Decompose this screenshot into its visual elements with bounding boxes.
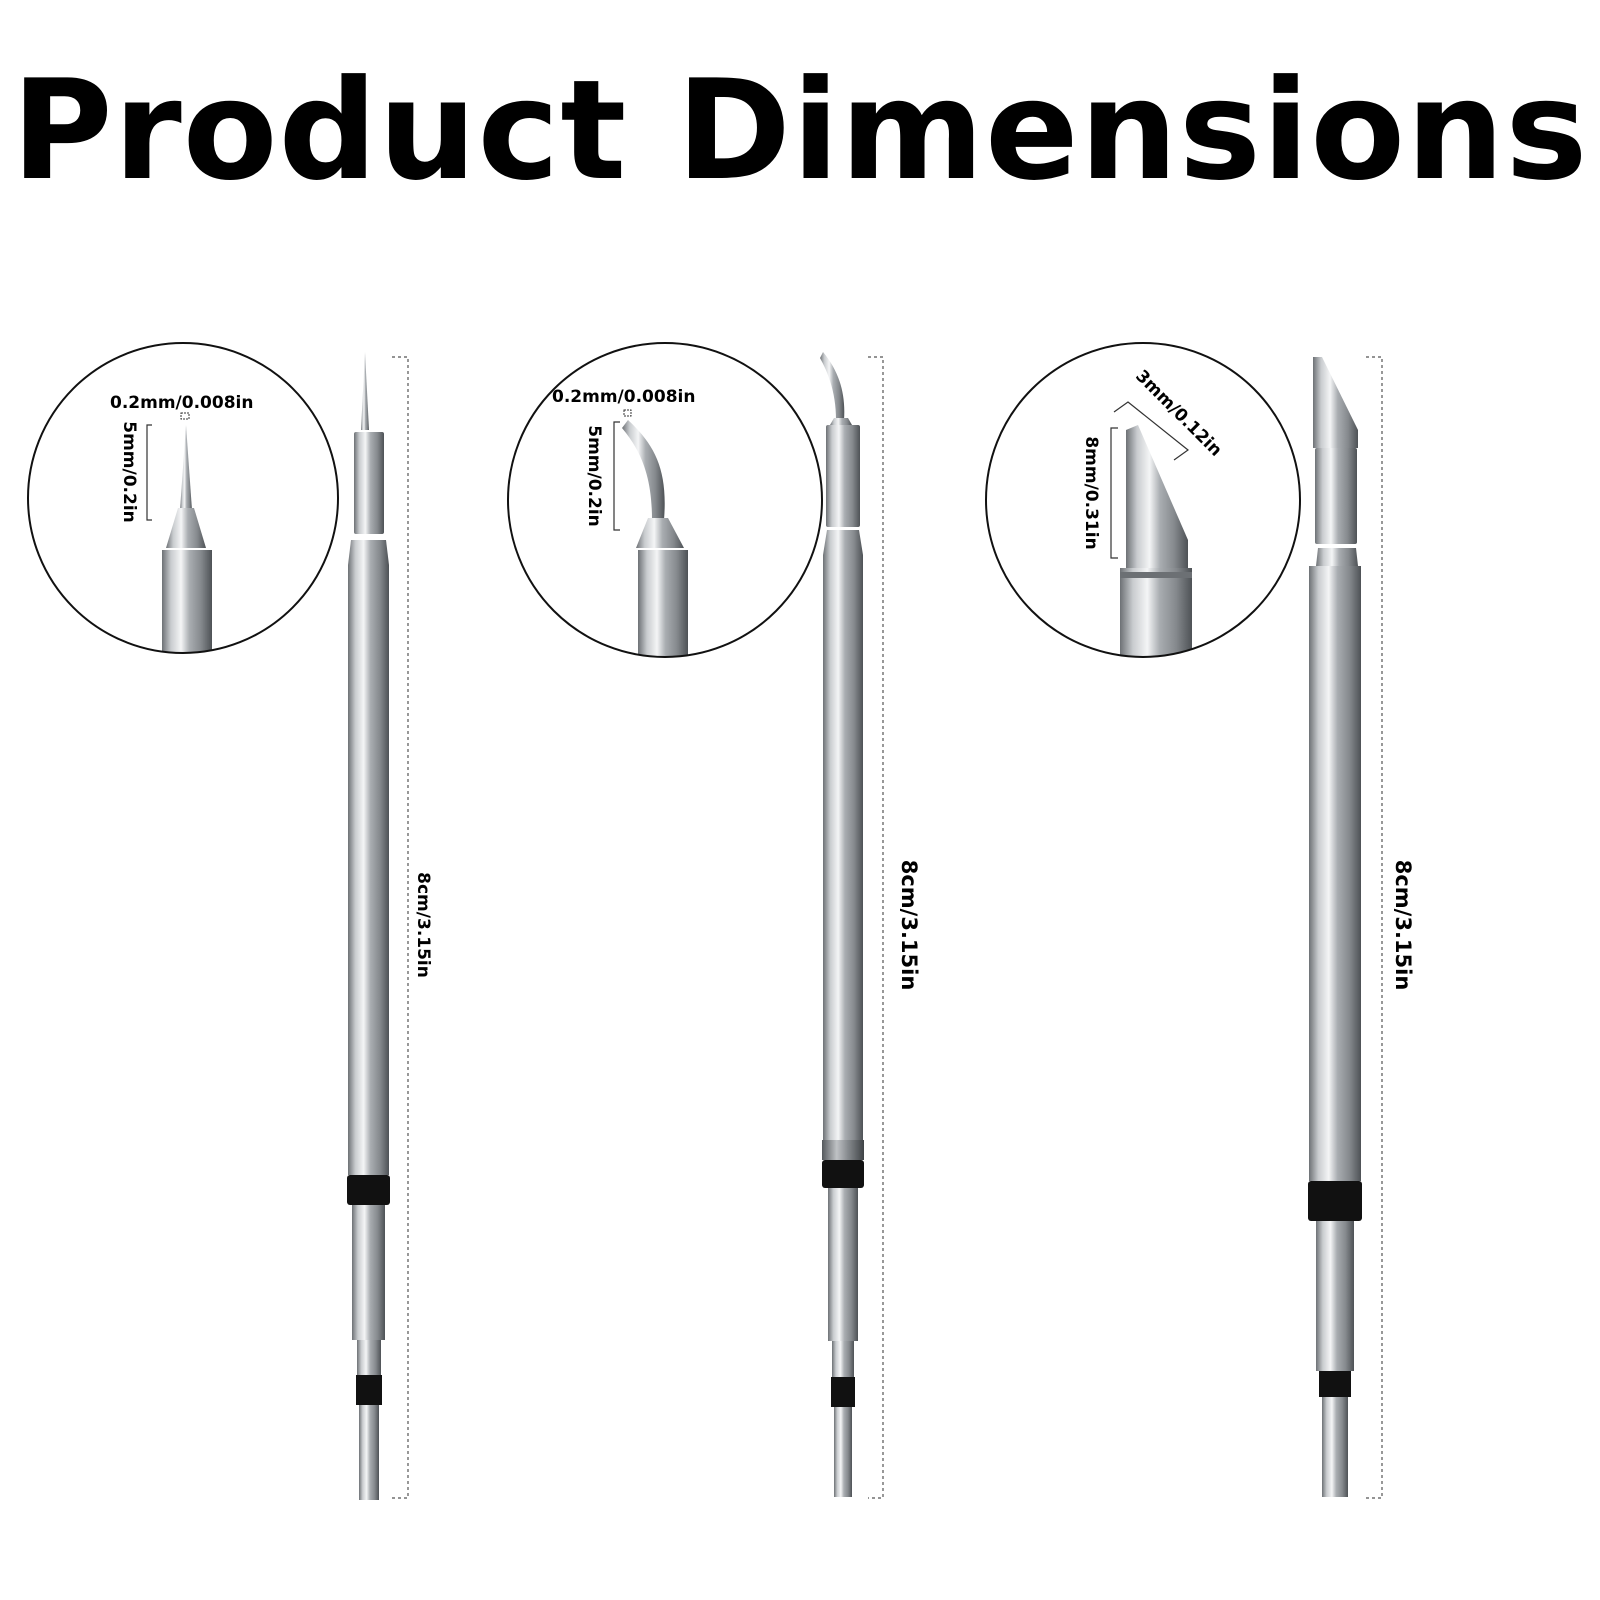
tip-1-tip-length-guide	[146, 424, 152, 521]
tip-2-width-guide	[623, 409, 632, 417]
tip-3-length-guide	[1366, 356, 1383, 1499]
tip-2-body	[820, 352, 864, 1497]
tip-2-length-label: 8cm/3.15in	[897, 860, 921, 991]
tip-1-body	[347, 352, 390, 1500]
page-title: Product Dimensions	[11, 50, 1589, 211]
tip-3-knife: 8cm/3.15in 3mm/0.12in 8mm/0.31in	[985, 342, 1415, 1499]
tip-1-length-guide	[392, 356, 409, 1499]
tip-3-blade-length-label: 8mm/0.31in	[1081, 436, 1101, 549]
tip-3-length-label: 8cm/3.15in	[1391, 860, 1415, 991]
tip-1-tip-length-label: 5mm/0.2in	[119, 421, 139, 523]
tip-1-width-label: 0.2mm/0.008in	[110, 393, 253, 413]
tip-2-width-label: 0.2mm/0.008in	[552, 387, 695, 407]
tip-3-body	[1308, 357, 1362, 1497]
tip-2-tip-length-guide	[613, 421, 620, 531]
tip-1-fine-conical: 8cm/3.15in 0.2mm/0.008in 5mm/0.2in	[27, 342, 433, 1500]
tip-3-blade-width-guide	[1113, 401, 1189, 461]
tip-1-zoom-circle	[27, 342, 339, 654]
tip-2-bent-conical: 8cm/3.15in 0.2mm/0.008in 5mm/0.2in	[507, 342, 921, 1499]
tip-3-zoom-circle	[985, 342, 1301, 658]
tip-2-tip-length-label: 5mm/0.2in	[584, 425, 604, 527]
tip-1-length-label: 8cm/3.15in	[413, 872, 433, 978]
tip-3-blade-length-guide	[1110, 427, 1118, 559]
tip-2-length-guide	[868, 356, 884, 1499]
tip-2-zoom-circle	[507, 342, 823, 658]
tip-1-width-guide	[180, 412, 190, 420]
